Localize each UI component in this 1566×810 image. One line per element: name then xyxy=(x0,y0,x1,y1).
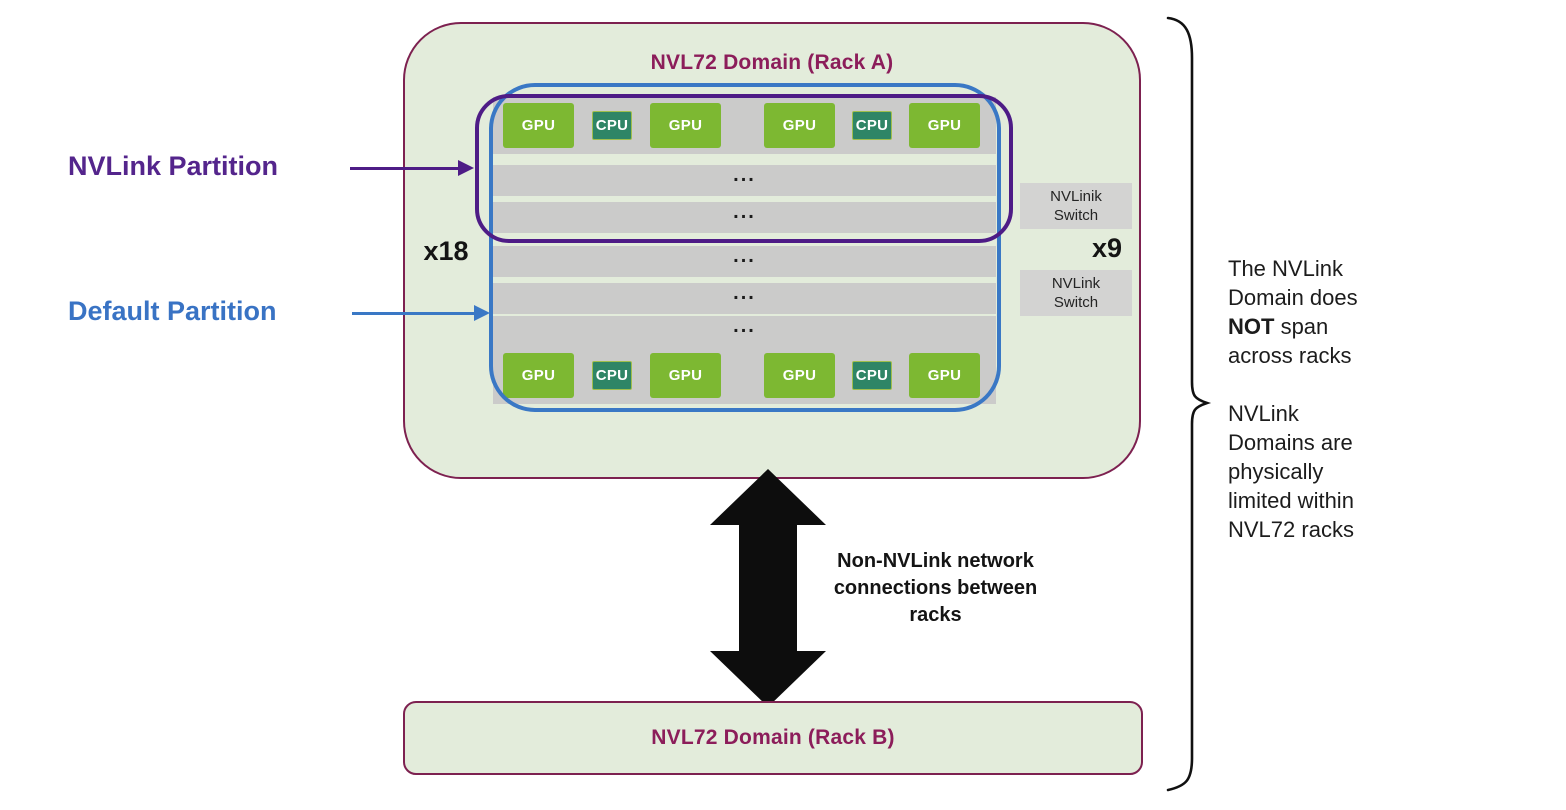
inter-rack-arrow-shaft xyxy=(739,524,797,652)
note-nvlink-domain-no-span: The NVLink Domain does NOT span across r… xyxy=(1228,254,1380,370)
gpu-chip: GPU xyxy=(764,353,835,398)
gpu-chip: GPU xyxy=(764,103,835,148)
ellipsis-text: ... xyxy=(733,163,756,186)
server-row-ellipsis: ... xyxy=(493,281,996,314)
inter-rack-connection-label: Non-NVLink network connections between r… xyxy=(833,550,1038,626)
gpu-chip: GPU xyxy=(650,103,721,148)
default-partition-arrow-head xyxy=(474,305,490,321)
note1-bold: NOT xyxy=(1228,314,1275,339)
inter-rack-arrow-down-head xyxy=(710,651,826,707)
nvlink-partition-label: NVLink Partition xyxy=(68,151,279,181)
switch-line2: Switch xyxy=(1053,294,1099,311)
gpu-chip: GPU xyxy=(650,353,721,398)
ellipsis-text: ... xyxy=(733,200,756,223)
switch-line2: Switch xyxy=(1053,207,1099,224)
rack-a-title: NVL72 Domain (Rack A) xyxy=(650,51,894,74)
ellipsis-text: ... xyxy=(733,244,756,267)
inter-rack-arrow-up-head xyxy=(710,469,826,525)
note1-pre: The NVLink Domain does xyxy=(1228,256,1358,310)
ellipsis-text: ... xyxy=(733,281,756,304)
switch-multiplier-x9: x9 xyxy=(1091,233,1123,263)
switch-line1: NVLinik xyxy=(1050,188,1102,205)
nvlink-partition-outline xyxy=(475,94,1013,243)
server-row-ellipsis: ... xyxy=(493,163,996,196)
rows-multiplier-x18: x18 xyxy=(423,236,469,266)
default-partition-arrow-line xyxy=(352,311,476,315)
right-curly-brace xyxy=(1166,16,1212,792)
server-row-ellipsis: ... xyxy=(493,200,996,233)
cpu-chip: CPU xyxy=(592,111,632,140)
ellipsis-text: ... xyxy=(733,314,756,337)
nvlink-switch-box-top: NVLinik Switch xyxy=(1020,183,1132,229)
server-row-top: GPU CPU GPU GPU CPU GPU xyxy=(493,97,996,154)
nvlink-switch-box-bottom: NVLink Switch xyxy=(1020,270,1132,316)
server-row-ellipsis: ... xyxy=(493,314,996,347)
note1-post: span across racks xyxy=(1228,314,1352,368)
server-row-bottom: GPU CPU GPU GPU CPU GPU xyxy=(493,347,996,404)
default-partition-outline xyxy=(489,83,1001,412)
switch-line1: NVLink xyxy=(1051,275,1101,292)
rack-b-container: NVL72 Domain (Rack B) xyxy=(403,701,1143,775)
nvlink-partition-arrow-line xyxy=(350,166,460,170)
cpu-chip: CPU xyxy=(852,361,892,390)
default-partition-label: Default Partition xyxy=(68,296,277,326)
cpu-chip: CPU xyxy=(852,111,892,140)
server-row-ellipsis: ... xyxy=(493,244,996,277)
cpu-chip: CPU xyxy=(592,361,632,390)
note-nvlink-domain-physical-limit: NVLink Domains are physically limited wi… xyxy=(1228,401,1354,542)
nvlink-partition-arrow-head xyxy=(458,160,474,176)
rack-b-title: NVL72 Domain (Rack B) xyxy=(651,726,895,749)
